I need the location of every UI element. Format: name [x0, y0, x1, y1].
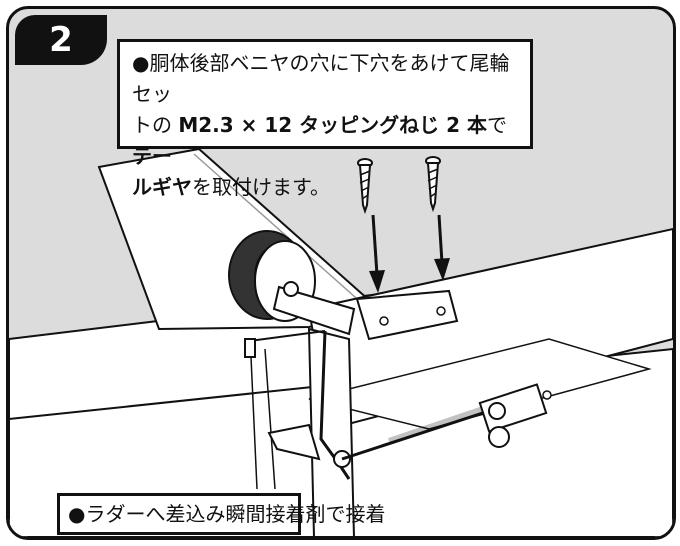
illustration-frame: 2 ●胴体後部ベニヤの穴に下穴をあけて尾輪セッ トの M2.3 × 12 タッピ…: [6, 6, 676, 540]
callout-line3a: ルギヤ: [132, 175, 192, 199]
tail-gear-wire: [319, 330, 351, 480]
servo-linkage: [478, 383, 552, 448]
callout-line2c: で: [487, 113, 508, 137]
tail-gear-illustration: [9, 147, 673, 537]
mounting-bracket: [355, 289, 459, 341]
callout-line3b: を取付けます。: [192, 175, 330, 199]
callout-line1: 胴体後部ベニヤの穴に下穴をあけて尾輪セッ: [132, 51, 510, 106]
pushrod: [341, 407, 496, 461]
callout-line2b: M2.3 × 12 タッピングねじ 2 本: [178, 113, 488, 137]
callout-line2d: テー: [132, 144, 172, 168]
instruction-callout-bottom: ●ラダーへ差込み瞬間接着剤で接着: [57, 493, 385, 535]
instruction-callout-top: ●胴体後部ベニヤの穴に下穴をあけて尾輪セッ トの M2.3 × 12 タッピング…: [117, 39, 533, 199]
tail-wheel: [228, 230, 356, 336]
screw-right: [425, 156, 441, 213]
rudder: [307, 327, 356, 537]
rudder-horn: [267, 423, 321, 461]
screw-left: [357, 158, 373, 215]
callout-line2a: トの: [132, 113, 179, 137]
step-number-badge: 2: [15, 15, 107, 65]
callout-marker: ●: [132, 51, 150, 75]
